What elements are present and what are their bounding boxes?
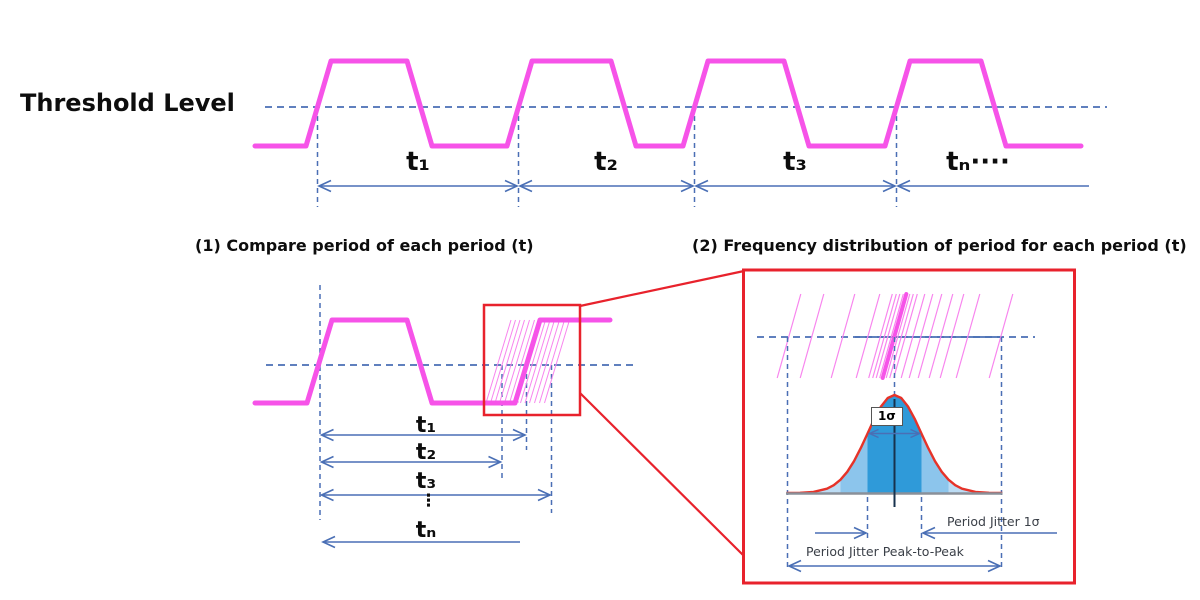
bottom-clock-waveform [252,317,613,406]
threshold-level-label: Threshold Level [20,89,235,117]
period-ellipsis: ⋮ [420,491,437,511]
gaussian-curve [786,393,1003,495]
zoom-connector-lines [579,269,745,557]
period-label-t3-bottom: t₃ [415,469,437,494]
period-label-t1: t₁ [406,147,430,177]
period-label-t2-bottom: t₂ [415,440,437,465]
panel-jitter-thin-edges [776,293,1014,379]
period-jitter-p2p-label: Period Jitter Peak-to-Peak [806,544,964,559]
period-label-tn-bottom: tₙ [415,518,437,543]
zoom-source-rect [482,303,582,417]
period-label-tn: tₙ···· [946,147,1010,177]
panel-jitter-main-edge [880,292,909,380]
one-sigma-badge: 1σ [871,407,903,426]
period-label-t1-bottom: t₁ [415,413,437,438]
top-clock-waveform [252,58,1084,149]
period-label-t3: t₃ [783,147,807,177]
bottom-period-arrows [319,428,552,549]
caption-frequency-distribution: (2) Frequency distribution of period for… [692,236,1187,255]
period-jitter-sigma-label: Period Jitter 1σ [947,514,1040,529]
caption-compare-period: (1) Compare period of each period (t) [195,236,534,255]
period-label-t2: t₂ [594,147,618,177]
